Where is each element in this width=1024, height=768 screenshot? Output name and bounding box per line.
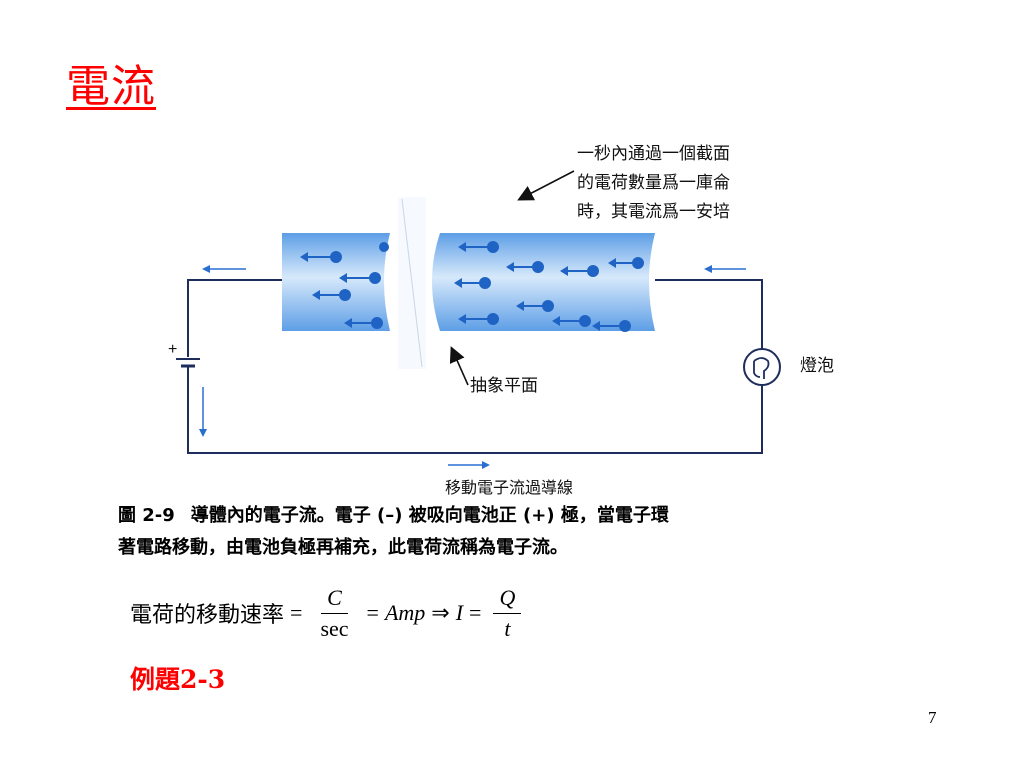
flow-arrows [199, 265, 746, 469]
caption-line-2: 著電路移動，由電池負極再補充，此電荷流稱為電子流。 [118, 537, 568, 558]
electron [300, 251, 342, 263]
figure-number: 圖 2-9 [118, 505, 175, 526]
conductor-right-segment [432, 233, 655, 331]
bulb-icon [743, 348, 781, 386]
note-line: 的電荷數量爲一庫侖 [577, 173, 730, 193]
page-number: 7 [928, 708, 937, 727]
slide-title: 電流 [66, 61, 156, 112]
electron [592, 320, 631, 332]
formula-lhs: 電荷的移動速率 [130, 602, 285, 627]
equals-sign: = [290, 600, 303, 625]
caption-text-1: 導體內的電子流。電子 (–) 被吸向電池正 (+) 極，當電子環 [190, 505, 669, 526]
electron [454, 277, 491, 289]
example-link[interactable]: 例題2-3 [130, 665, 226, 694]
electron [458, 313, 499, 325]
implies-sign: ⇒ [431, 600, 450, 625]
electron [516, 300, 554, 312]
abstract-plane-edge [401, 198, 423, 368]
battery [172, 357, 204, 368]
fraction-denominator: sec [320, 615, 349, 641]
fraction-numerator: Q [493, 585, 522, 614]
equals-sign: = [469, 600, 482, 625]
electron [379, 242, 389, 252]
abstract-plane-label: 抽象平面 [470, 376, 538, 396]
figure-caption: 圖 2-9 導體內的電子流。電子 (–) 被吸向電池正 (+) 極，當電子環 著電… [118, 500, 938, 564]
plane-pointer [449, 346, 469, 386]
fraction-numerator: C [321, 585, 348, 614]
note-pointer [517, 170, 575, 201]
electron [506, 261, 544, 273]
current-formula: 電荷的移動速率 = C sec = Amp ⇒ I = Q t [130, 578, 527, 648]
battery-plus-sign: + [168, 341, 177, 358]
electron-flow-diagram: + [168, 170, 781, 469]
flow-arrow-down [199, 387, 207, 437]
electron [608, 257, 644, 269]
flow-arrow-right-top [704, 265, 746, 273]
electron [552, 315, 591, 327]
amp-unit: Amp [384, 600, 426, 625]
fraction-coulomb-per-sec: C sec [314, 585, 354, 642]
bulb-label: 燈泡 [800, 356, 834, 376]
wire-label: 移動電子流過導線 [445, 478, 574, 497]
circuit-wire [187, 279, 763, 454]
fraction-charge-per-time: Q t [493, 585, 522, 642]
definition-note: 一秒內通過一個截面 的電荷數量爲一庫侖 時，其電流爲一安培 [577, 140, 797, 227]
electron [560, 265, 599, 277]
flow-arrow-left-top [202, 265, 246, 273]
electron-group [300, 241, 644, 332]
electron [339, 272, 381, 284]
electron [458, 241, 499, 253]
note-line: 時，其電流爲一安培 [577, 202, 730, 222]
electron [312, 289, 351, 301]
caption-line-1: 圖 2-9 導體內的電子流。電子 (–) 被吸向電池正 (+) 極，當電子環 [118, 500, 938, 532]
flow-arrow-bottom [448, 461, 490, 469]
current-symbol: I [455, 600, 464, 625]
equals-sign: = [366, 600, 379, 625]
note-line: 一秒內通過一個截面 [577, 144, 730, 164]
fraction-denominator: t [504, 615, 511, 641]
electron [344, 317, 383, 329]
